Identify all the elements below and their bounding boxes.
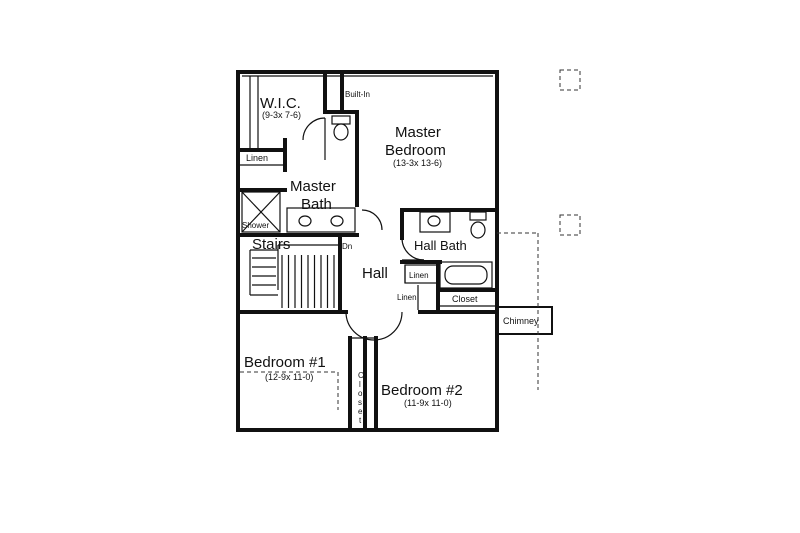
stair-treads — [252, 255, 335, 308]
dn-label: Dn — [342, 242, 352, 251]
master-bedroom-label-2: Bedroom — [385, 142, 446, 159]
porch-outline — [497, 69, 581, 390]
linen-top-label: Linen — [246, 153, 268, 163]
hall-label: Hall — [362, 265, 388, 282]
closet-letter: l — [359, 380, 361, 389]
master-bath-label-1: Master — [290, 178, 336, 195]
closet-letter: e — [358, 407, 363, 416]
stairs-label: Stairs — [252, 236, 290, 253]
master-bedroom-label-1: Master — [395, 124, 441, 141]
closet-letter: s — [358, 398, 362, 407]
closet-vertical-label: C l o s e t — [358, 371, 364, 425]
bedroom-walls — [236, 209, 403, 432]
interior-walls — [236, 70, 499, 314]
master-bath-label-2: Bath — [301, 196, 332, 213]
shower-label: Shower — [242, 221, 269, 230]
hall-bath-label: Hall Bath — [414, 238, 467, 253]
master-bedroom-dims: (13-3x 13-6) — [393, 158, 442, 168]
chimney-label: Chimney — [503, 316, 539, 326]
closet-right-label: Closet — [452, 294, 478, 304]
built-in-label: Built-In — [345, 90, 370, 99]
linen-hall-label: Linen — [409, 271, 429, 280]
exterior-walls — [236, 70, 499, 432]
closet-letter: C — [358, 371, 364, 380]
linen-lower-label: Linen — [397, 293, 417, 302]
bedroom2-dims: (11-9x 11-0) — [404, 398, 452, 408]
bedroom1-label: Bedroom #1 — [244, 354, 326, 371]
wic-label: W.I.C. — [260, 95, 301, 112]
wic-dims: (9-3x 7-6) — [262, 110, 301, 120]
closet-letter: t — [359, 416, 362, 425]
bedroom2-label: Bedroom #2 — [381, 382, 463, 399]
closet-letter: o — [358, 389, 363, 398]
chimney — [496, 306, 553, 335]
bedroom1-dims: (12-9x 11-0) — [265, 372, 313, 382]
